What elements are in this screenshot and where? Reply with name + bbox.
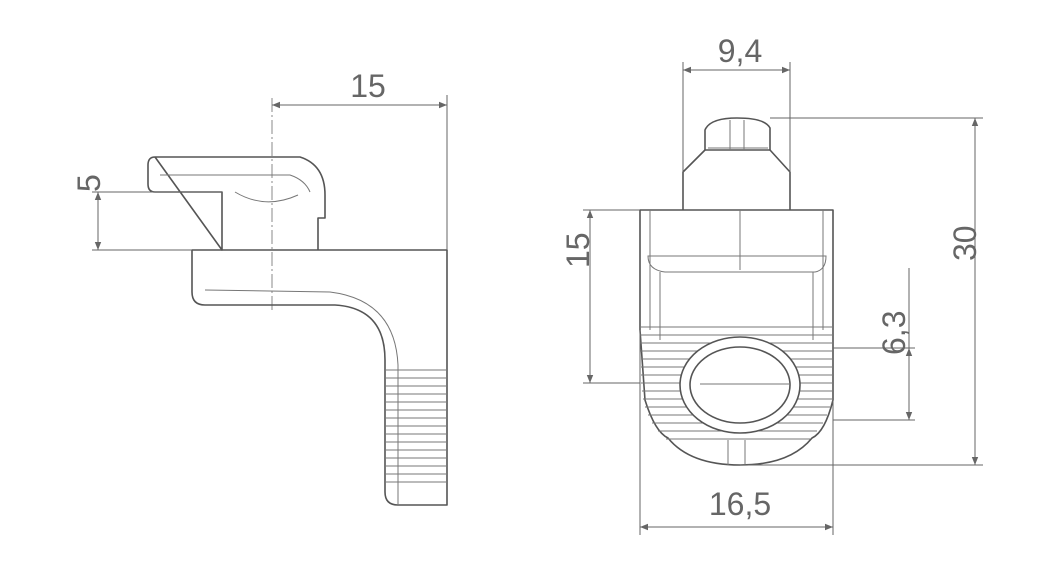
mounting-hole bbox=[689, 346, 791, 424]
side-view: 15 5 bbox=[71, 68, 448, 506]
tab bbox=[682, 149, 791, 210]
dimension-label-upper-height: 15 bbox=[560, 232, 596, 268]
top-nub bbox=[704, 117, 771, 151]
dimension-label-hole: 6,3 bbox=[876, 311, 912, 355]
side-ribs bbox=[385, 369, 447, 483]
front-view: 9,4 15 6,3 30 16,5 bbox=[560, 33, 983, 535]
bracket-body bbox=[191, 249, 448, 506]
dimension-label-width: 15 bbox=[350, 68, 386, 104]
dimension-label-tab-width: 9,4 bbox=[718, 33, 762, 69]
dimension-label-height: 5 bbox=[71, 174, 107, 192]
dimension-label-total-height: 30 bbox=[947, 225, 983, 261]
hook-flange bbox=[147, 156, 326, 251]
dimension-label-total-width: 16,5 bbox=[709, 486, 771, 522]
